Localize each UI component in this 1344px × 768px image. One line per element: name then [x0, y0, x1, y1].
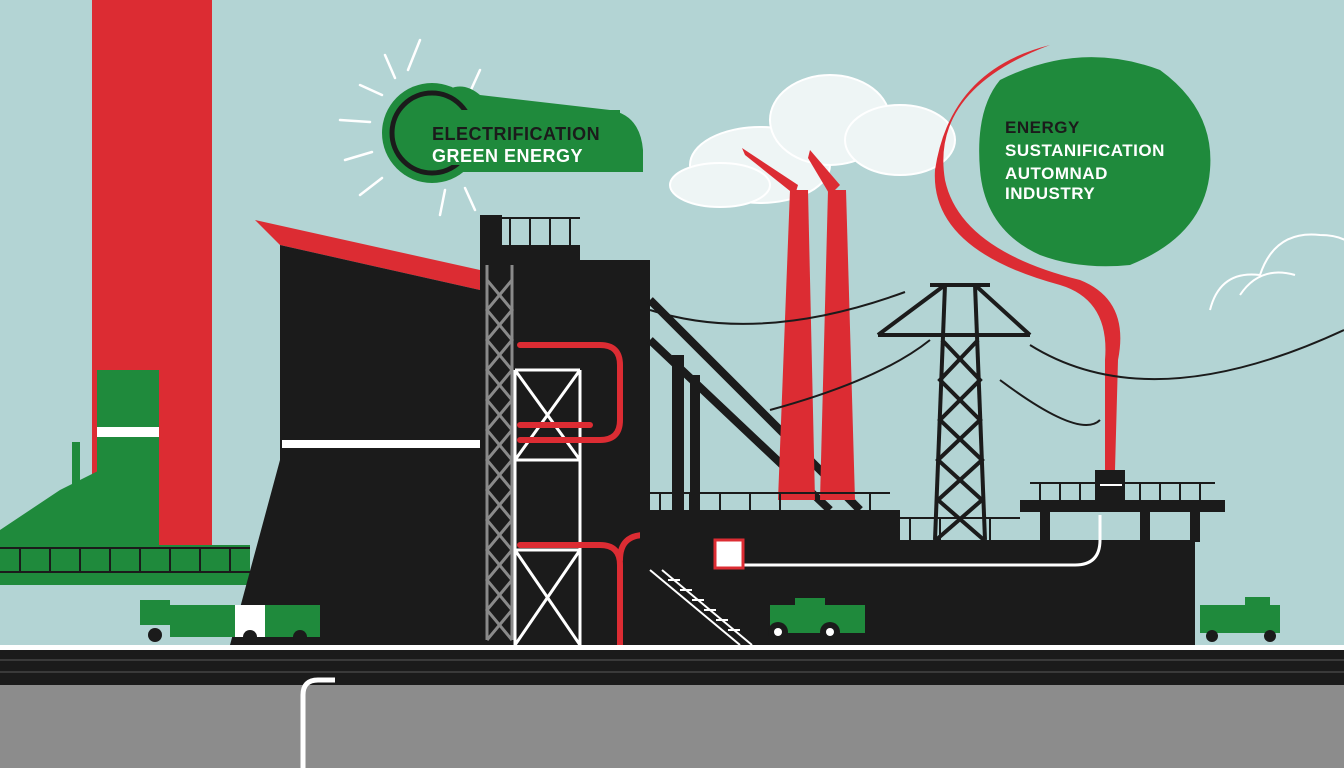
- transmission-tower: [876, 283, 1032, 542]
- main-factory: [230, 215, 650, 645]
- road-marking: [300, 677, 335, 768]
- green-loader: [768, 598, 865, 642]
- green-truck-right: [1200, 597, 1280, 642]
- scaffold-frame: [513, 368, 582, 646]
- badge-right-line2: SUSTANIFICATION: [1005, 141, 1165, 160]
- green-truck-left: [140, 600, 320, 644]
- rail-pattern: [0, 659, 1344, 673]
- roof-railings: [500, 217, 650, 285]
- badge-left-line2: GREEN ENERGY: [432, 146, 583, 166]
- green-building-left: [0, 370, 250, 585]
- ground-line: [0, 645, 1344, 650]
- cloud-right: [1209, 233, 1344, 311]
- power-lines: [649, 291, 1344, 426]
- badge-right-line4: INDUSTRY: [1005, 184, 1095, 203]
- rail-track: [0, 650, 1344, 685]
- stairs: [649, 569, 753, 646]
- badge-right-line3: AUTOMNAD: [1005, 164, 1108, 183]
- scaffold-tower: [485, 265, 514, 641]
- right-platform: [1020, 470, 1225, 542]
- support-pylons: [672, 355, 700, 515]
- badge-left-line1: ELECTRIFICATION: [432, 124, 600, 144]
- badge-right: ENERGY SUSTANIFICATION AUTOMNAD INDUSTRY: [979, 57, 1211, 267]
- sun-rays: [338, 38, 482, 217]
- pipe-junction-box: [713, 538, 745, 570]
- badge-right-line1: ENERGY: [1005, 118, 1080, 137]
- railing-left: [0, 547, 250, 573]
- twin-red-stacks: [742, 148, 855, 500]
- badge-left: ELECTRIFICATION GREEN ENERGY: [382, 83, 643, 183]
- ground-road: [0, 685, 1344, 768]
